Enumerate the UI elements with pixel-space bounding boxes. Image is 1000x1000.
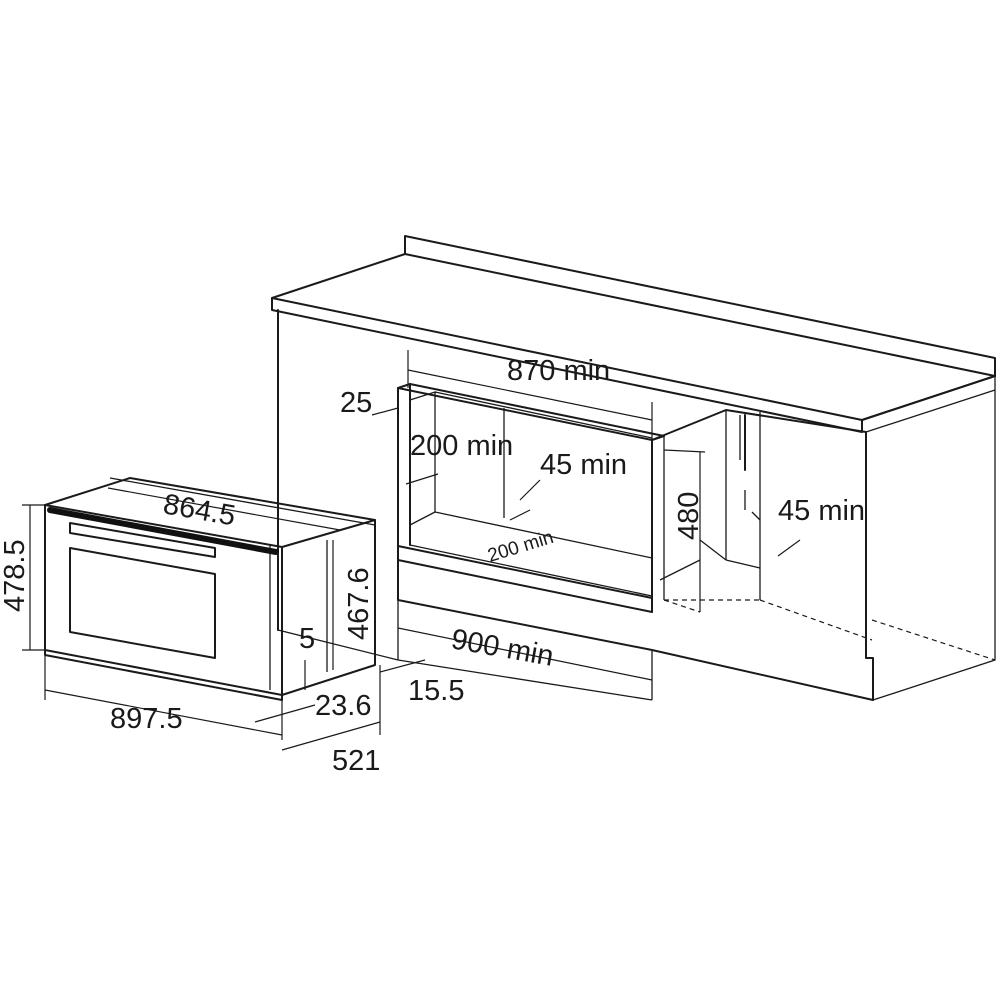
- label-panel-offset: 5: [299, 623, 315, 655]
- oven: [44, 477, 376, 701]
- oven-window: [69, 547, 216, 659]
- label-side-gap: 45 min: [778, 495, 865, 527]
- label-oven-width-front: 897.5: [110, 703, 183, 735]
- label-oven-depth: 521: [332, 745, 380, 777]
- label-base-depth: 200 min: [485, 527, 556, 567]
- countertop: [271, 235, 996, 433]
- label-cutout-width: 870 min: [507, 355, 610, 387]
- label-oven-height-side: 467.6: [343, 567, 375, 640]
- oven-handle: [69, 522, 216, 558]
- kitchen-cabinet: [271, 235, 996, 701]
- label-cabinet-width: 900 min: [449, 623, 556, 672]
- label-cutout-height: 480: [673, 492, 705, 540]
- label-frame-thickness: 25: [340, 387, 372, 419]
- cutout-frame: [397, 387, 653, 599]
- label-cutout-depth: 200 min: [410, 430, 513, 462]
- label-rear-gap: 45 min: [540, 449, 627, 481]
- label-oven-height-front: 478.5: [0, 539, 31, 612]
- control-strip: [47, 507, 279, 555]
- label-gap-front: 15.5: [408, 675, 464, 707]
- dimension-lines: [22, 350, 801, 751]
- dimension-labels: 478.5 864.5 467.6 897.5 5 23.6 521 15.5 …: [0, 355, 865, 777]
- label-panel-thickness: 23.6: [315, 690, 371, 722]
